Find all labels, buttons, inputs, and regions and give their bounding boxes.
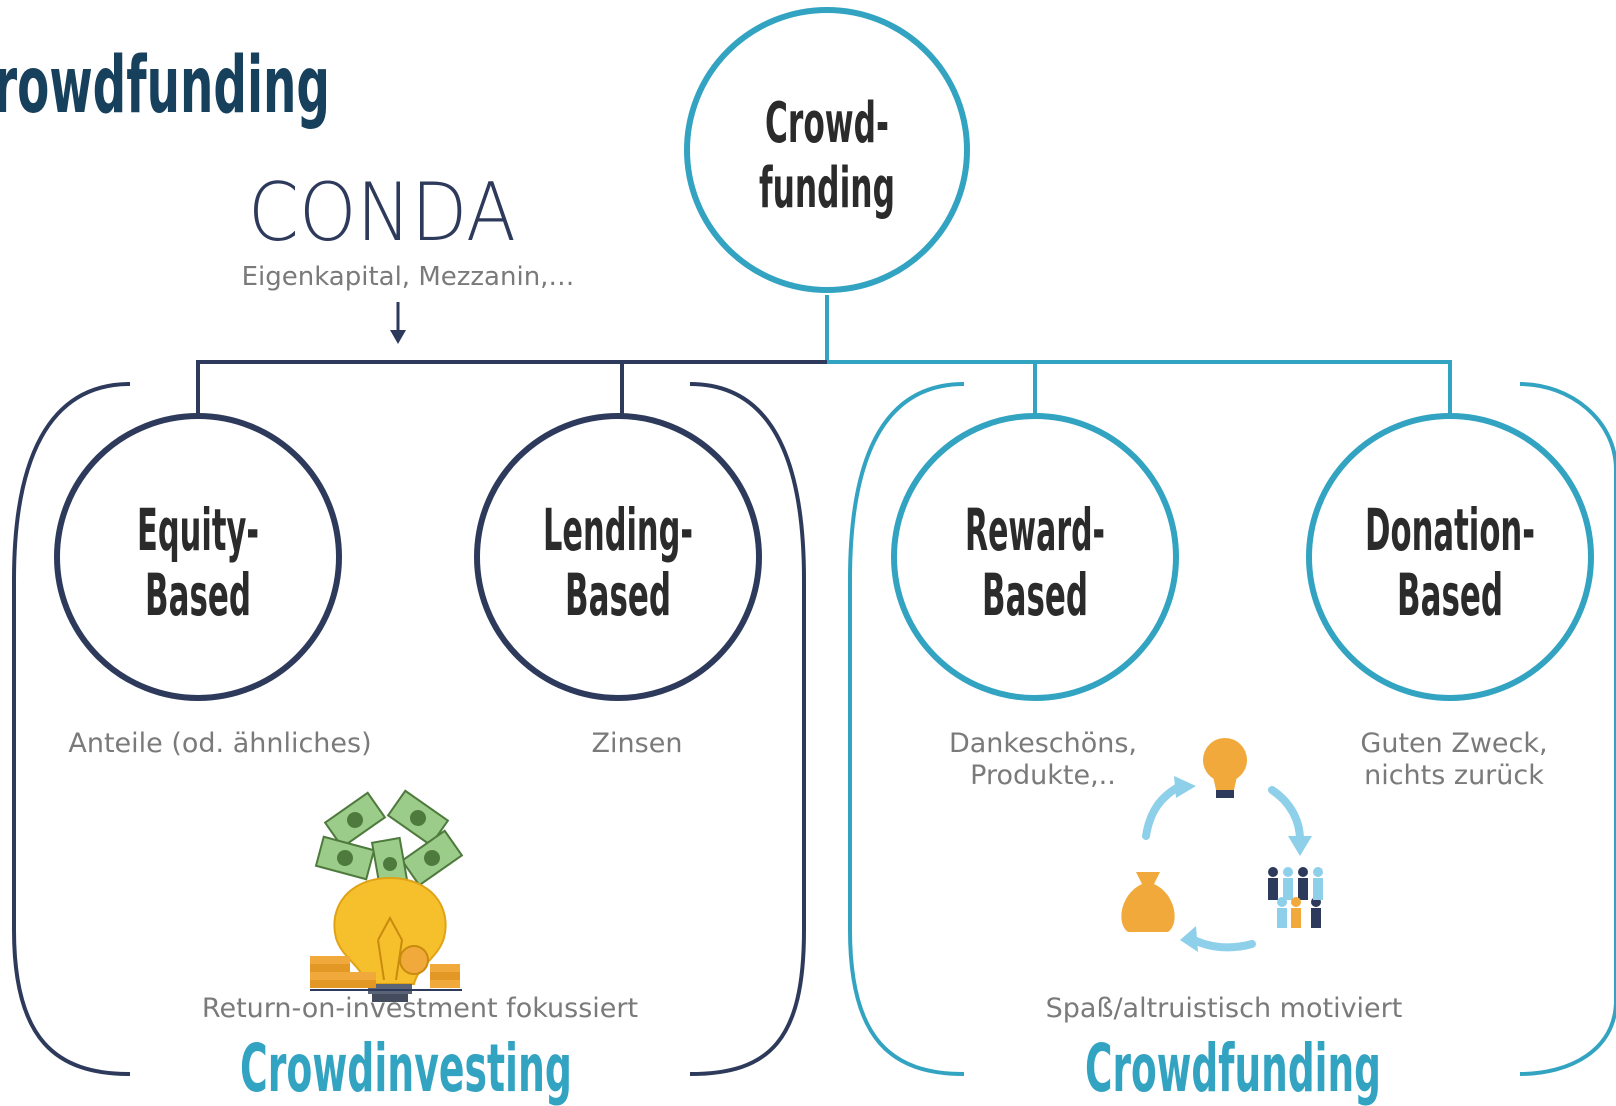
root-node-line1: Crowd-: [765, 91, 889, 156]
conda-caption: Eigenkapital, Mezzanin,…: [242, 262, 575, 292]
crowdinvesting-caption: Return-on-investment fokussiert: [202, 993, 638, 1024]
equity-description: Anteile (od. ähnliches): [68, 728, 371, 759]
node-equity-based: Equity- Based: [54, 413, 342, 701]
crowdinvesting-label: Crowdinvesting: [240, 1030, 572, 1106]
node-lending-line2: Based: [565, 561, 671, 629]
conda-logo: CONDA: [248, 166, 516, 259]
root-node-crowdfunding: Crowd- funding: [684, 7, 970, 293]
node-donation-line1: Donation-: [1365, 496, 1535, 564]
reward-description-line1: Dankeschöns,: [949, 728, 1137, 759]
node-reward-based: Reward- Based: [891, 413, 1179, 701]
crowdfunding-label: Crowdfunding: [1085, 1030, 1381, 1106]
crowdfunding-bracket: [848, 382, 1616, 1076]
reward-description-line2: Produkte,..: [970, 760, 1116, 791]
donation-description-line1: Guten Zweck,: [1360, 728, 1547, 759]
node-lending-line1: Lending-: [543, 496, 693, 564]
page-title: rowdfunding: [0, 41, 330, 131]
crowdfunding-caption: Spaß/altruistisch motiviert: [1046, 993, 1403, 1024]
node-reward-line1: Reward-: [965, 496, 1105, 564]
root-node-line2: funding: [759, 156, 895, 221]
crowdfunding-cycle-icon: [1121, 738, 1323, 952]
node-reward-line2: Based: [982, 561, 1088, 629]
node-lending-based: Lending- Based: [474, 413, 762, 701]
lending-description: Zinsen: [592, 728, 683, 759]
node-equity-line2: Based: [145, 561, 251, 629]
conda-logo-text: CONDA: [248, 166, 516, 259]
crowdinvesting-bracket: [12, 382, 806, 1076]
node-donation-based: Donation- Based: [1306, 413, 1594, 701]
node-equity-line1: Equity-: [137, 496, 259, 564]
arrow-down-icon: [390, 302, 406, 344]
donation-description-line2: nichts zurück: [1364, 760, 1544, 791]
node-donation-line2: Based: [1397, 561, 1503, 629]
tree-connectors: [196, 295, 1452, 415]
lightbulb-money-icon: [310, 789, 464, 1002]
